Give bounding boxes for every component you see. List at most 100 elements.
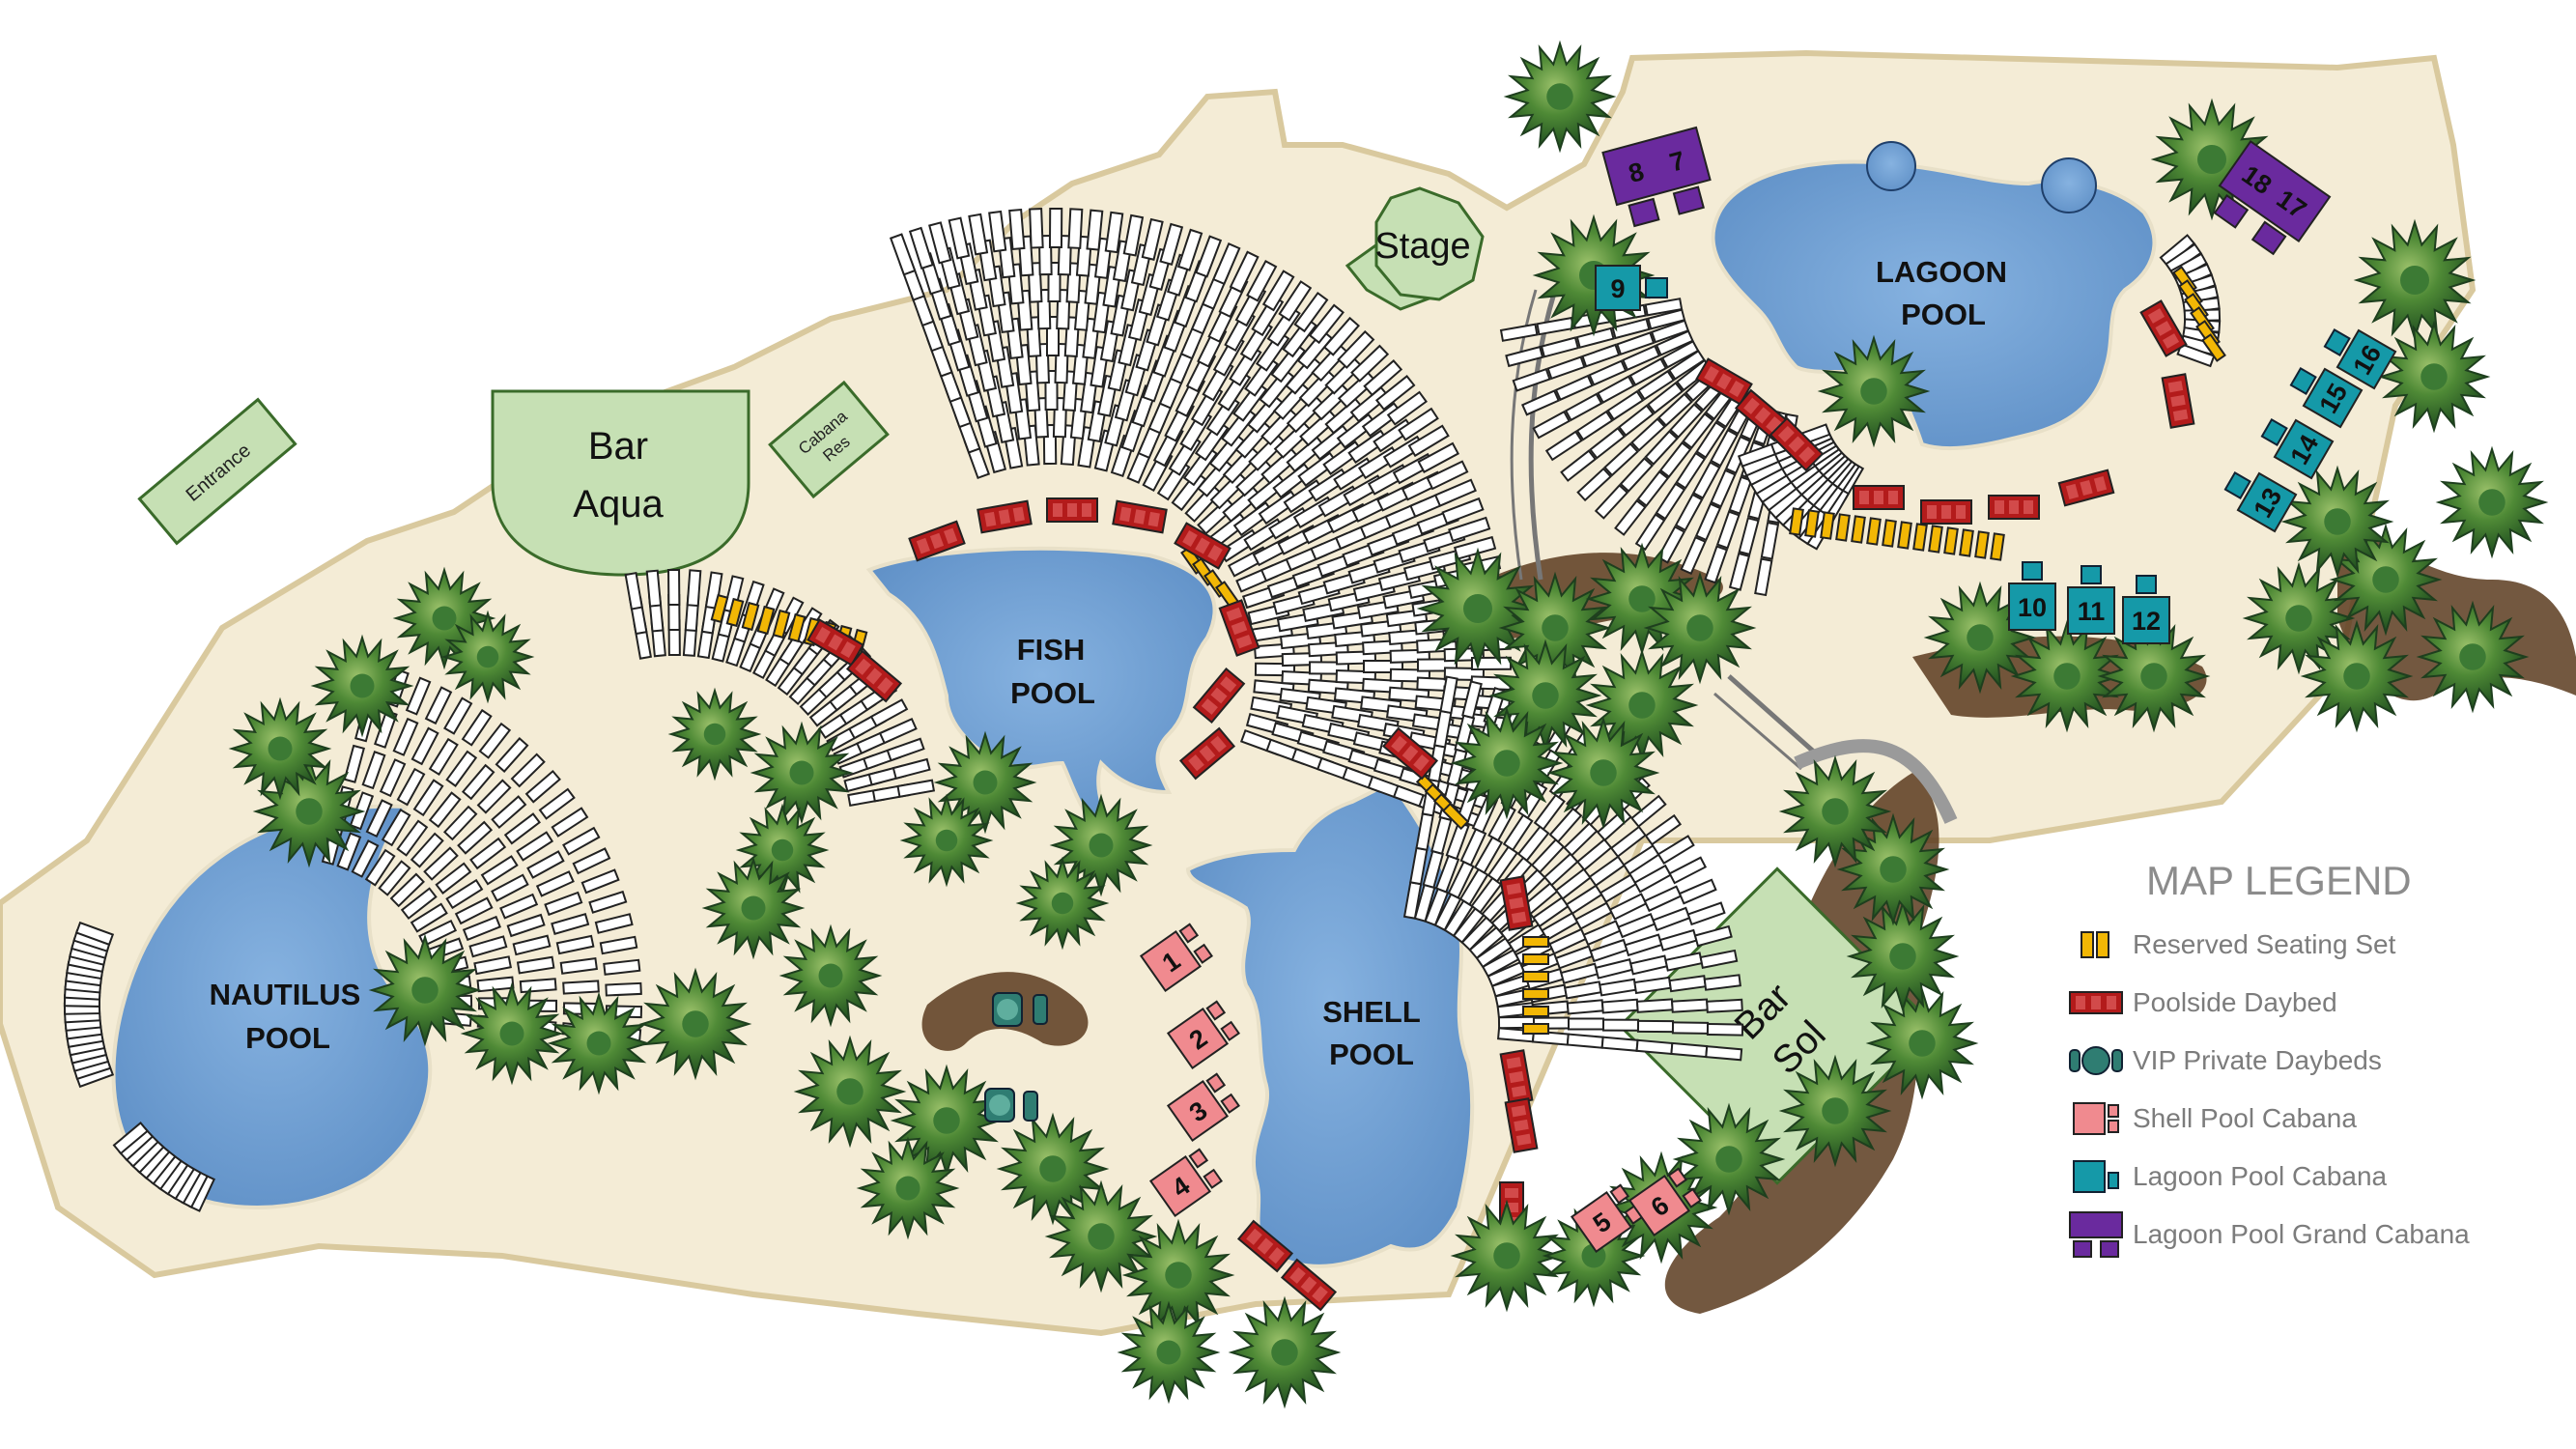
poolside-daybed[interactable] [1695,357,1753,406]
poolside-daybed[interactable] [1988,495,2040,520]
reserved-seating-sets[interactable] [710,266,2226,1035]
lounge-chair [1695,420,1727,459]
cabana-16[interactable]: 16 [2319,320,2397,390]
poolside-daybed[interactable] [1178,726,1236,781]
poolside-daybed[interactable] [1499,1049,1534,1105]
reserved-seating-set[interactable] [2201,333,2226,362]
cabana-4[interactable]: 4 [1148,1148,1223,1218]
poolside-daybed[interactable] [2161,373,2195,429]
vip-daybed-1[interactable] [992,992,1048,1027]
reserved-seating-set[interactable] [1912,523,1928,552]
cabana-6[interactable]: 6 [1628,1167,1702,1237]
reserved-seating-set[interactable] [1804,509,1820,538]
poolside-daybed[interactable] [1046,497,1098,523]
poolside-daybed[interactable] [2057,469,2115,507]
lounge-chair [538,787,576,820]
poolside-daybed[interactable] [1218,599,1260,657]
cabana-12[interactable]: 12 [2122,575,2170,644]
poolside-daybed[interactable] [1920,499,1972,525]
reserved-seating-set[interactable] [772,609,791,639]
poolside-daybed[interactable] [1174,522,1231,570]
lounge-chair [1540,336,1579,358]
reserved-seating-set[interactable] [1522,1006,1549,1017]
palm-tree-icon [735,803,830,897]
cabana-11[interactable]: 11 [2067,565,2115,635]
cabana-14[interactable]: 14 [2256,410,2335,480]
palm-tree-icon [638,967,752,1081]
reserved-seating-set[interactable] [1522,936,1549,948]
reserved-seating-set[interactable] [1522,971,1549,982]
lounge-chair [396,819,429,857]
palm-tree-icon [750,721,854,825]
cabana-9[interactable]: 9 [1595,265,1668,311]
lounge-chair [1548,807,1583,843]
poolside-daybed[interactable] [807,618,864,667]
reserved-seating-set[interactable] [1789,507,1804,536]
reserved-seating-set[interactable] [1990,532,2005,561]
reserved-seating-set[interactable] [1943,526,1959,555]
poolside-daybed[interactable] [1853,485,1905,510]
reserved-seating-set[interactable] [725,597,745,628]
lounge-chair [1575,838,1613,871]
lounge-chair [624,571,643,611]
poolside-daybeds[interactable] [807,299,2195,1312]
poolside-daybed[interactable] [1280,1258,1338,1312]
lounge-chair [1532,410,1571,440]
poolside-daybed[interactable] [977,499,1033,534]
lounge-chair [1260,447,1300,485]
palm-tree-icon [2377,320,2491,434]
palm-tree-icon [1228,1295,1342,1409]
poolside-daybed[interactable] [1504,1097,1539,1153]
cabana-10[interactable]: 10 [2008,561,2056,631]
poolside-daybed[interactable] [908,520,966,562]
cabana-3[interactable]: 3 [1166,1072,1240,1143]
palm-tree-icon [2329,523,2443,637]
reserved-seating-set[interactable] [787,612,807,643]
reserved-seating-set[interactable] [1974,530,1990,559]
reserved-seating-set[interactable] [1522,1023,1549,1035]
cabana-number: 10 [2018,593,2047,622]
reserved-seating-set[interactable] [741,601,760,632]
lounge-chair [1693,924,1733,948]
lounge-chair [1668,856,1708,885]
lounge-chair [1616,331,1656,356]
poolside-daybed[interactable] [1192,667,1246,724]
reserved-seating-set[interactable] [1866,517,1882,546]
cabana-1[interactable]: 1 [1139,923,1213,993]
poolside-daybed[interactable] [1112,499,1168,534]
reserved-seating-set[interactable] [710,593,729,624]
reserved-seating-set[interactable] [1928,525,1943,554]
reserved-seating-set[interactable] [1897,521,1912,550]
lounge-chair [1600,998,1639,1014]
cabana-2[interactable]: 2 [1166,1000,1240,1070]
legend-label: VIP Private Daybeds [2133,1045,2382,1075]
reserved-seating-set[interactable] [1959,528,1974,557]
lounge-chair [1363,359,1403,397]
reserved-seating-set[interactable] [1522,953,1549,965]
reserved-seating-set[interactable] [1441,802,1470,831]
reserved-seating-set[interactable] [1835,513,1851,542]
vip-daybed-2[interactable] [984,1088,1038,1122]
reserved-seating-set[interactable] [1522,988,1549,1000]
cabana-13[interactable]: 13 [2220,463,2298,533]
poolside-daybed[interactable] [1236,1219,1294,1273]
lounge-chair [405,676,432,716]
poolside-daybed[interactable] [1381,726,1439,781]
lounge-chair [1260,407,1299,446]
cabana-5[interactable]: 5 [1570,1183,1644,1254]
lounge-chair [1296,329,1334,370]
poolside-daybed[interactable] [1499,875,1534,931]
reserved-seating-set[interactable] [756,605,776,636]
cabana-15[interactable]: 15 [2285,358,2364,429]
reserved-seating-set[interactable] [1882,519,1897,548]
poolside-daybed[interactable] [2139,299,2188,357]
reserved-seating-set[interactable] [1820,511,1835,540]
lounge-chair [478,722,512,759]
poolside-daybed[interactable] [845,649,903,703]
lounge-chair [1656,835,1695,866]
poolside-daybed[interactable] [1769,416,1825,472]
reserved-seating-set[interactable] [1851,515,1866,544]
